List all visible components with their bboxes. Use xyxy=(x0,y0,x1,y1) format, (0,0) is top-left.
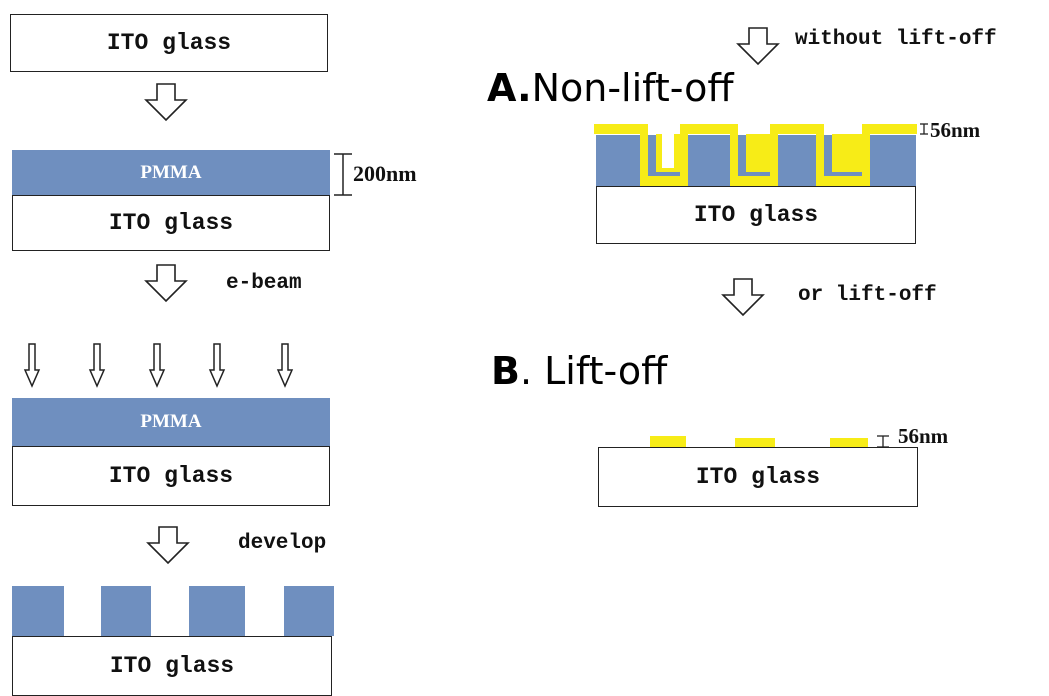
step1-ito-glass: ITO glass xyxy=(10,14,328,72)
developed-pmma-pattern xyxy=(12,586,334,636)
electron-beam-arrow-icon xyxy=(89,343,105,387)
down-arrow-icon xyxy=(737,27,779,65)
b-thickness-label: 56nm xyxy=(898,424,949,448)
a-ito-glass: ITO glass xyxy=(596,186,916,244)
down-arrow-icon xyxy=(147,526,189,564)
down-arrow-icon xyxy=(145,264,187,302)
step4-ito-glass: ITO glass xyxy=(12,636,332,696)
step3-pmma-layer: PMMA xyxy=(12,398,330,446)
heading-b: B. Lift-off xyxy=(491,349,667,393)
a-thickness-label: 56nm xyxy=(930,118,981,142)
develop-label: develop xyxy=(238,532,327,555)
heading-a: A.Non-lift-off xyxy=(487,66,734,110)
down-arrow-icon xyxy=(145,83,187,121)
heading-a-letter: A. xyxy=(487,66,532,110)
step2-thickness-label: 200nm xyxy=(353,161,417,186)
non-lift-off-structure xyxy=(594,124,917,186)
or-lift-off-label: or lift-off xyxy=(798,284,937,307)
step3-ito-glass: ITO glass xyxy=(12,446,330,506)
dimension-bracket-icon xyxy=(920,123,928,135)
electron-beam-arrow-icon xyxy=(277,343,293,387)
ebeam-label: e-beam xyxy=(226,272,302,295)
step2-pmma-layer: PMMA xyxy=(12,150,330,196)
electron-beam-arrow-icon xyxy=(149,343,165,387)
step2-ito-glass: ITO glass xyxy=(12,195,330,251)
without-lift-off-label: without lift-off xyxy=(795,28,997,51)
heading-b-letter: B xyxy=(491,349,520,393)
down-arrow-icon xyxy=(722,278,764,316)
dimension-bracket-icon xyxy=(877,435,889,448)
electron-beam-arrow-icon xyxy=(24,343,40,387)
heading-b-text: . Lift-off xyxy=(519,349,668,393)
dimension-bracket-icon xyxy=(334,153,352,196)
heading-a-text: Non-lift-off xyxy=(531,66,734,110)
electron-beam-arrow-icon xyxy=(209,343,225,387)
b-ito-glass: ITO glass xyxy=(598,447,918,507)
lift-off-gold-stripes xyxy=(650,436,868,447)
